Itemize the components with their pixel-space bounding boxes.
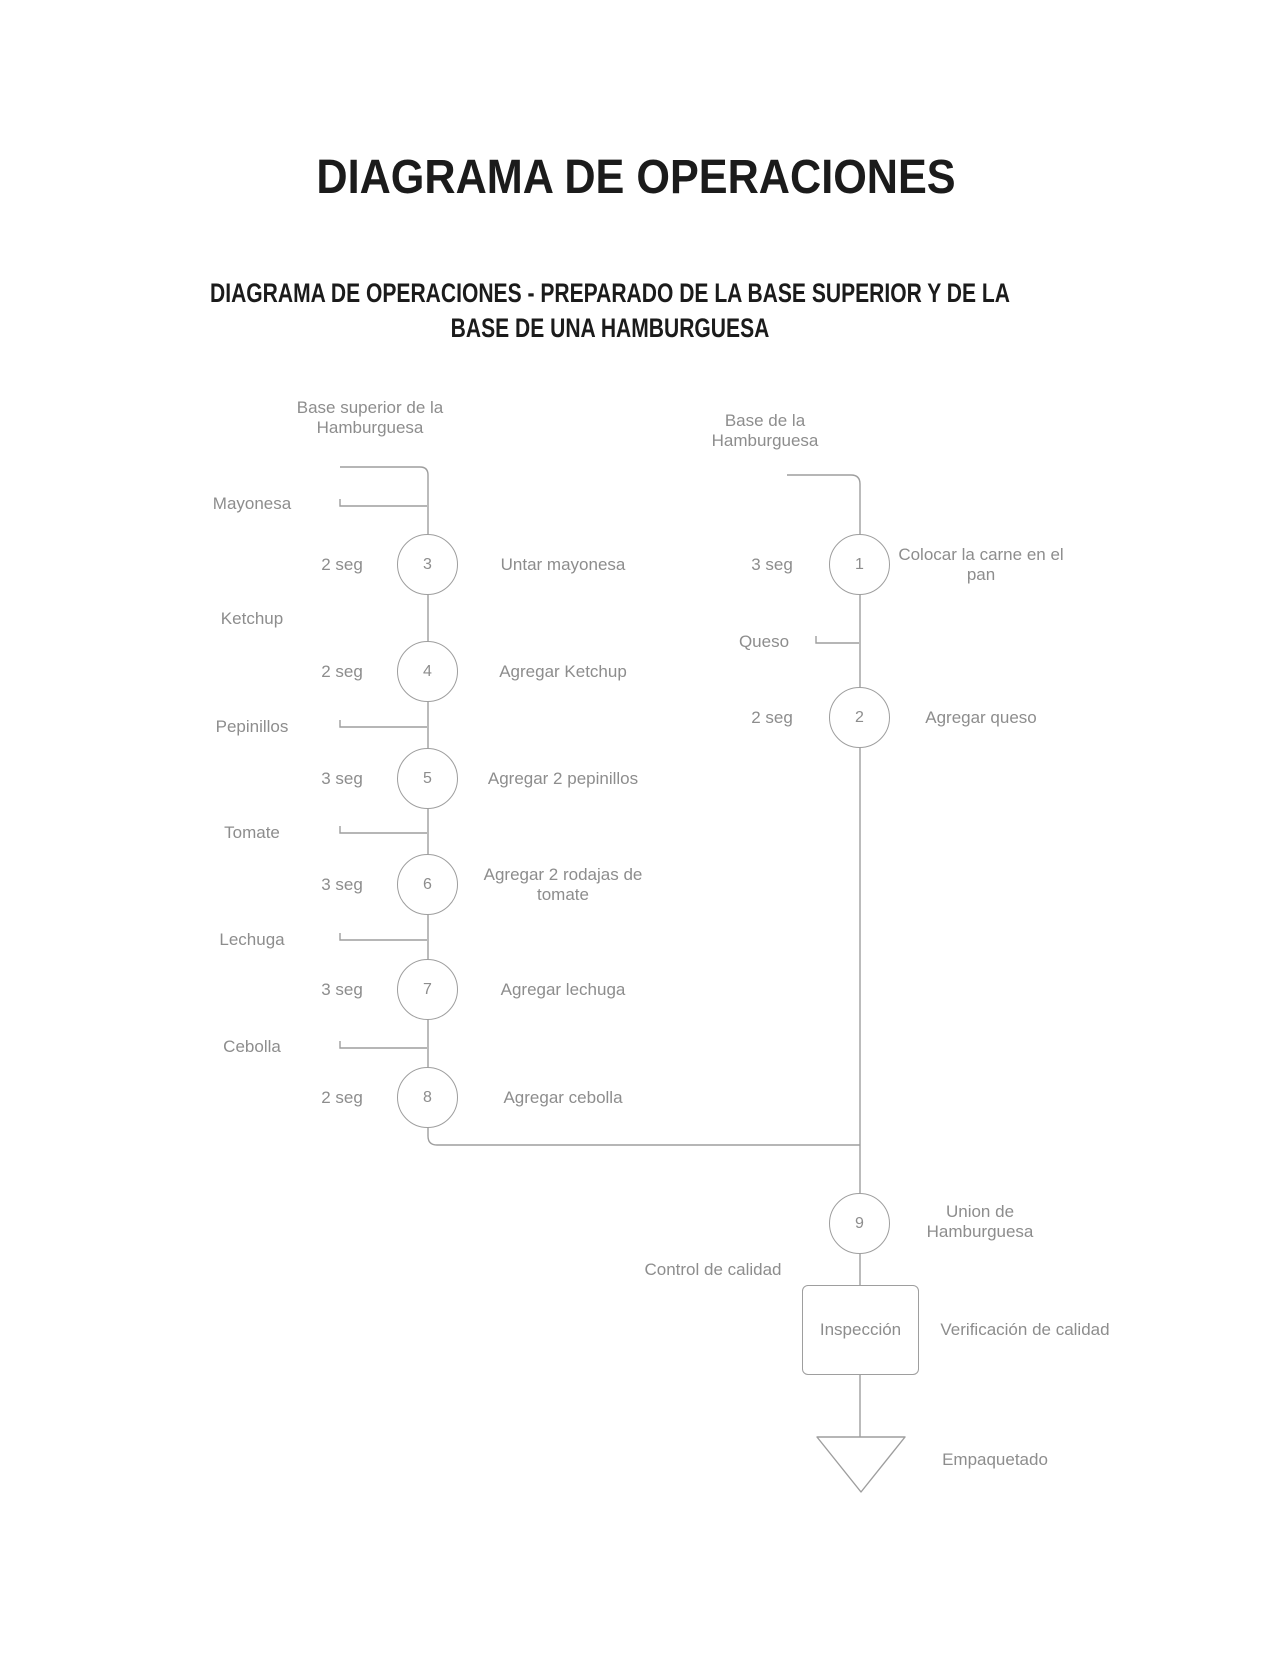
step4-label: Agregar Ketchup [499, 662, 627, 681]
step6-time: 3 seg [321, 875, 363, 894]
operation-number: 1 [855, 555, 864, 573]
operation-circle-9: 9 [829, 1193, 890, 1254]
step7-label: Agregar lechuga [500, 980, 626, 999]
step5-time: 3 seg [321, 769, 363, 788]
ingredient-label-cebolla: Cebolla [223, 1037, 281, 1056]
ingredient-label-queso: Queso [738, 632, 790, 651]
inspection-box-label: Inspección [819, 1320, 902, 1339]
step8-time: 2 seg [321, 1088, 363, 1107]
operation-number: 7 [423, 980, 432, 998]
operation-circle-3: 3 [397, 534, 458, 595]
union-step-label: Union de Hamburguesa [926, 1202, 1034, 1241]
operation-number: 9 [855, 1214, 864, 1232]
operation-circle-5: 5 [397, 748, 458, 809]
ingredient-label-tomate: Tomate [224, 823, 280, 842]
lechuga-connector [339, 933, 427, 941]
inspection-box: Inspección [802, 1285, 919, 1375]
operation-number: 3 [423, 555, 432, 573]
tomate-connector [339, 826, 427, 834]
operation-number: 6 [423, 875, 432, 893]
cebolla-connector [339, 1041, 427, 1049]
step2-label: Agregar queso [925, 708, 1037, 727]
ingredient-label-ketchup: Ketchup [220, 609, 284, 628]
step6-label: Agregar 2 rodajas de tomate [483, 865, 643, 904]
step7-time: 3 seg [321, 980, 363, 999]
step1-time: 3 seg [751, 555, 793, 574]
empaquetado-label: Empaquetado [942, 1450, 1048, 1469]
right-branch-line [787, 474, 861, 1437]
operation-circle-2: 2 [829, 687, 890, 748]
step8-label: Agregar cebolla [503, 1088, 623, 1107]
mayonesa-connector [339, 499, 427, 507]
right-branch-header: Base de la Hamburguesa [711, 411, 819, 450]
step4-time: 2 seg [321, 662, 363, 681]
storage-triangle [816, 1436, 906, 1493]
step3-label: Untar mayonesa [500, 555, 626, 574]
pepinillos-connector [339, 720, 427, 728]
step2-time: 2 seg [751, 708, 793, 727]
inspection-side-label: Verificación de calidad [940, 1320, 1110, 1339]
page-subtitle: DIAGRAMA DE OPERACIONES - PREPARADO DE L… [210, 278, 1010, 343]
operation-circle-4: 4 [397, 641, 458, 702]
queso-connector [815, 636, 859, 644]
step5-label: Agregar 2 pepinillos [487, 769, 639, 788]
operation-number: 5 [423, 769, 432, 787]
step3-time: 2 seg [321, 555, 363, 574]
operation-circle-1: 1 [829, 534, 890, 595]
operation-circle-7: 7 [397, 959, 458, 1020]
operation-circle-6: 6 [397, 854, 458, 915]
step1-label: Colocar la carne en el pan [898, 545, 1064, 584]
ingredient-label-lechuga: Lechuga [219, 930, 285, 949]
control-de-calidad-label: Control de calidad [644, 1260, 782, 1279]
ingredient-label-mayonesa: Mayonesa [212, 494, 292, 513]
ingredient-label-pepinillos: Pepinillos [215, 717, 289, 736]
left-branch-header: Base superior de la Hamburguesa [296, 398, 444, 437]
operation-number: 8 [423, 1088, 432, 1106]
operation-circle-8: 8 [397, 1067, 458, 1128]
operation-number: 2 [855, 708, 864, 726]
page-title: DIAGRAMA DE OPERACIONES [316, 151, 956, 204]
operation-number: 4 [423, 662, 432, 680]
